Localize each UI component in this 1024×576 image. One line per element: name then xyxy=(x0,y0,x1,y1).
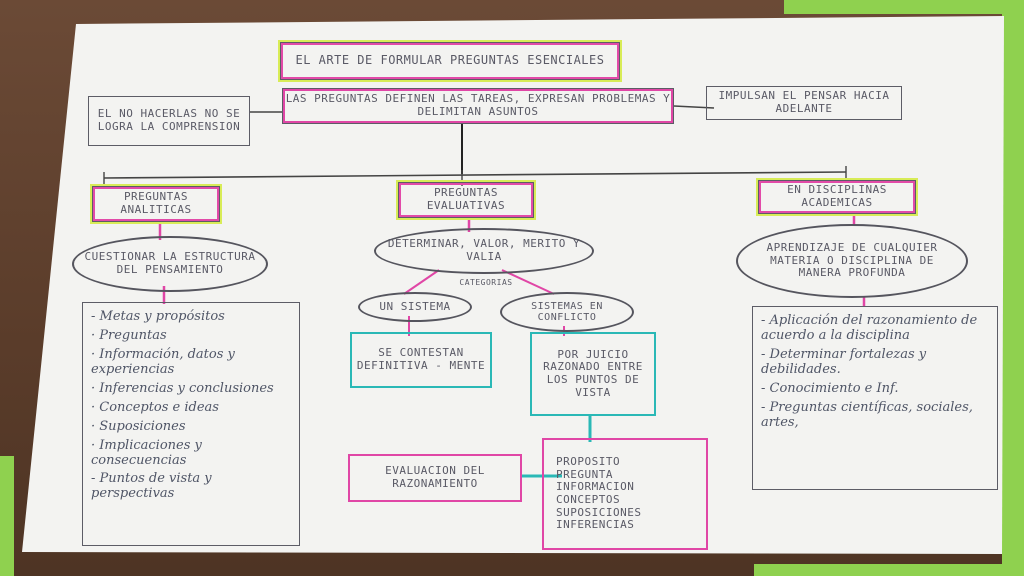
evaluativas-box: PREGUNTAS EVALUATIVAS xyxy=(398,182,534,218)
left-note-box: EL NO HACERLAS NO SE LOGRA LA COMPRENSIO… xyxy=(88,96,250,146)
elemento-item: PREGUNTA xyxy=(556,467,613,481)
analiticas-pill: CUESTIONAR LA ESTRUCTURA DEL PENSAMIENTO xyxy=(72,236,268,292)
elemento-item: INFORMACION xyxy=(556,480,635,494)
categorias-text: CATEGORIAS xyxy=(459,278,513,288)
list-item: - Conocimiento e Inf. xyxy=(761,380,899,396)
list-item: - Aplicación del razonamiento de acuerdo… xyxy=(761,313,978,343)
list-item: · Implicaciones y consecuencias xyxy=(91,437,202,468)
elemento-item: PROPOSITO xyxy=(556,455,621,469)
un-sistema-pill: UN SISTEMA xyxy=(358,292,472,322)
left-note-text: EL NO HACERLAS NO SE LOGRA LA COMPRENSIO… xyxy=(97,107,241,133)
list-item: - Puntos de vista y perspectivas xyxy=(91,471,212,502)
list-item: - Preguntas científicas, sociales, artes… xyxy=(761,399,973,430)
list-item: · Conceptos e ideas xyxy=(91,399,219,415)
paper-sheet: EL ARTE DE FORMULAR PREGUNTAS ESENCIALES… xyxy=(14,14,1006,554)
disciplinas-pill-text: APRENDIZAJE DE CUALQUIER MATERIA O DISCI… xyxy=(766,241,938,280)
evaluacion-box: EVALUACION DEL RAZONAMIENTO xyxy=(348,454,522,502)
conflicto-text: SISTEMAS EN CONFLICTO xyxy=(531,300,603,324)
slide-accent-top xyxy=(784,0,1024,14)
analiticas-pill-text: CUESTIONAR LA ESTRUCTURA DEL PENSAMIENTO xyxy=(84,250,256,276)
categorias-label: CATEGORIAS xyxy=(446,276,526,290)
conflicto-pill: SISTEMAS EN CONFLICTO xyxy=(500,292,634,332)
analiticas-list-box: - Metas y propósitos · Preguntas · Infor… xyxy=(82,302,300,546)
evaluacion-text: EVALUACION DEL RAZONAMIENTO xyxy=(385,464,485,490)
disciplinas-box: EN DISCIPLINAS ACADEMICAS xyxy=(758,180,916,214)
un-sistema-box-text: SE CONTESTAN DEFINITIVA - MENTE xyxy=(356,346,486,372)
list-item: · Suposiciones xyxy=(91,418,186,434)
slide-accent-left xyxy=(0,456,14,576)
elemento-item: SUPOSICIONES xyxy=(556,505,642,519)
list-item: · Preguntas xyxy=(91,327,167,343)
un-sistema-text: UN SISTEMA xyxy=(379,299,451,313)
title-box: EL ARTE DE FORMULAR PREGUNTAS ESENCIALES xyxy=(280,42,620,80)
elemento-item: CONCEPTOS xyxy=(556,493,621,506)
list-item: - Metas y propósitos xyxy=(91,309,225,324)
evaluativas-pill: DETERMINAR, VALOR, MERITO Y VALIA xyxy=(374,228,594,274)
analiticas-list: - Metas y propósitos · Preguntas · Infor… xyxy=(83,303,299,512)
slide-accent-bottom xyxy=(754,564,1024,576)
right-note-box: IMPULSAN EL PENSAR HACIA ADELANTE xyxy=(706,86,902,120)
analiticas-label: PREGUNTAS ANALITICAS xyxy=(120,190,192,216)
conflicto-box-text: POR JUICIO RAZONADO ENTRE LOS PUNTOS DE … xyxy=(543,347,643,399)
evaluativas-label: PREGUNTAS EVALUATIVAS xyxy=(426,186,506,212)
disciplinas-list-box: - Aplicación del razonamiento de acuerdo… xyxy=(752,306,998,490)
elementos-box: PROPOSITO PREGUNTA INFORMACION CONCEPTOS… xyxy=(542,438,708,550)
list-item: · Información, datos y experiencias xyxy=(91,346,235,377)
central-box: LAS PREGUNTAS DEFINEN LAS TAREAS, EXPRES… xyxy=(282,88,674,124)
evaluativas-pill-text: DETERMINAR, VALOR, MERITO Y VALIA xyxy=(387,237,581,263)
central-text: LAS PREGUNTAS DEFINEN LAS TAREAS, EXPRES… xyxy=(285,92,671,118)
connector-lines xyxy=(22,16,1004,554)
conflicto-box: POR JUICIO RAZONADO ENTRE LOS PUNTOS DE … xyxy=(530,332,656,416)
disciplinas-pill: APRENDIZAJE DE CUALQUIER MATERIA O DISCI… xyxy=(736,224,968,298)
slide-accent-right xyxy=(1002,0,1024,576)
list-item: - Determinar fortalezas y debilidades. xyxy=(761,346,927,377)
title-text: EL ARTE DE FORMULAR PREGUNTAS ESENCIALES xyxy=(295,53,605,68)
disciplinas-label: EN DISCIPLINAS ACADEMICAS xyxy=(787,183,887,209)
elemento-item: INFERENCIAS xyxy=(556,518,635,532)
un-sistema-box: SE CONTESTAN DEFINITIVA - MENTE xyxy=(350,332,492,388)
list-item: · Inferencias y conclusiones xyxy=(91,380,274,396)
right-note-text: IMPULSAN EL PENSAR HACIA ADELANTE xyxy=(718,89,890,115)
disciplinas-list: - Aplicación del razonamiento de acuerdo… xyxy=(753,307,997,441)
analiticas-box: PREGUNTAS ANALITICAS xyxy=(92,186,220,222)
